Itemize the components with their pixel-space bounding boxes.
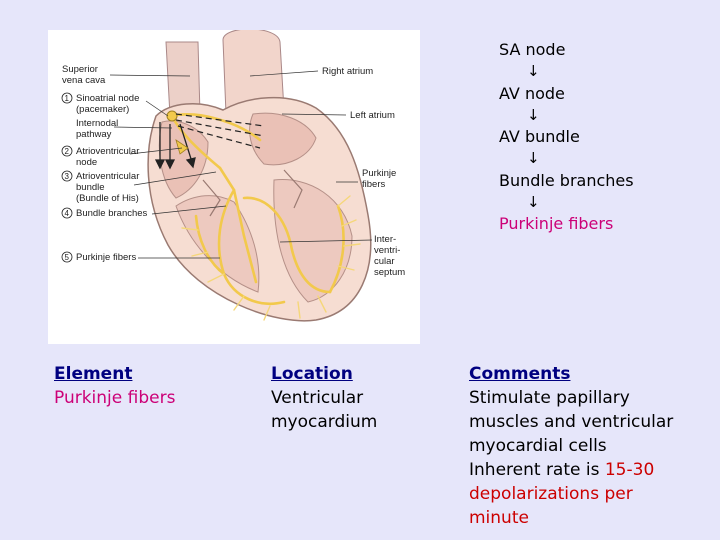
rate-prefix: Inherent rate is (469, 460, 605, 480)
number-4: 4 (65, 209, 70, 218)
label-line: Atrioventricular (76, 171, 139, 182)
label-line: vena cava (62, 75, 106, 86)
location-line: myocardium (271, 412, 378, 432)
comments-line: myocardial cells (469, 436, 607, 456)
valve-right (283, 169, 303, 209)
label-line: node (76, 157, 97, 168)
purkinje-left-label: 5 Purkinje fibers (61, 251, 136, 263)
comments-rate-line: minute (469, 508, 529, 528)
label-line: Bundle branches (76, 208, 148, 219)
flow-step-purkinje-fibers: Purkinje fibers (499, 214, 614, 233)
flow-step-av-bundle: AV bundle (499, 127, 580, 146)
comments-header: Comments (469, 364, 571, 384)
down-arrow-icon: ↓ (527, 193, 540, 211)
comments-line: Stimulate papillary (469, 388, 630, 408)
number-badge (61, 251, 73, 263)
rate-value: 15-30 (604, 460, 655, 480)
sa-node-marker (166, 110, 178, 122)
sa-node-label: 1 Sinoatrial node (pacemaker) (61, 92, 139, 115)
label-line: Purkinje fibers (76, 252, 136, 263)
aorta-shape (222, 30, 285, 115)
comments-rate-line: depolarizations per (469, 484, 633, 504)
av-node-label: 2 Atrioventricular node (61, 145, 139, 168)
left-atrium-label: Left atrium (350, 110, 395, 121)
label-line: bundle (76, 182, 105, 193)
down-arrow-icon: ↓ (527, 62, 540, 80)
number-1: 1 (65, 94, 70, 103)
leader-lines (109, 70, 373, 259)
av-bundle-label: 3 Atrioventricular bundle (Bundle of His… (61, 170, 139, 204)
label-line: fibers (362, 179, 385, 190)
label-line: Superior (62, 64, 98, 75)
number-5: 5 (65, 253, 70, 262)
av-node-arrow (175, 139, 189, 155)
down-arrow-icon: ↓ (527, 106, 540, 124)
location-column: Location Ventricular myocardium (271, 362, 377, 434)
number-badge (61, 207, 73, 219)
internodal-label: Internodal pathway (76, 118, 118, 140)
label-line: Atrioventricular (76, 146, 139, 157)
number-badge (61, 170, 73, 182)
bundle-branches-label: 4 Bundle branches (61, 207, 148, 219)
element-column: Element Purkinje fibers (54, 362, 175, 410)
label-line: pathway (76, 129, 112, 140)
location-line: Ventricular (271, 388, 364, 408)
comments-rate-line: Inherent rate is 15-30 (469, 458, 673, 482)
element-header: Element (54, 364, 133, 384)
left-atrium-chamber (249, 112, 317, 166)
flow-step-sa-node: SA node (499, 40, 566, 59)
superior-vena-cava-label: Superior vena cava (62, 64, 106, 86)
label-line: Sinoatrial node (76, 93, 139, 104)
comments-column: Comments Stimulate papillary muscles and… (469, 362, 673, 530)
label-line: (Bundle of His) (76, 193, 139, 204)
element-value: Purkinje fibers (54, 388, 176, 408)
number-3: 3 (65, 172, 70, 181)
purkinje-branches (181, 195, 361, 321)
label-line: Internodal (76, 118, 118, 129)
purkinje-right-label: Purkinje fibers (362, 168, 396, 190)
right-atrium-label: Right atrium (322, 66, 373, 77)
label-line: (pacemaker) (76, 104, 129, 115)
location-header: Location (271, 364, 353, 384)
comments-line: muscles and ventricular (469, 412, 674, 432)
left-ventricle-chamber (273, 179, 353, 303)
valve-left (202, 179, 221, 217)
label-line: Inter- (374, 234, 396, 245)
heart-illustration: Superior vena cava Right atrium 1 Sinoat… (61, 30, 405, 322)
label-line: ventri- (374, 245, 400, 256)
impulse-arrows (154, 122, 196, 170)
label-line: Purkinje (362, 168, 396, 179)
label-line: cular (374, 256, 395, 267)
number-2: 2 (65, 147, 70, 156)
down-arrow-icon: ↓ (527, 149, 540, 167)
flow-step-bundle-branches: Bundle branches (499, 171, 634, 190)
septum-label: Inter- ventri- cular septum (374, 234, 405, 278)
heart-conduction-figure: Superior vena cava Right atrium 1 Sinoat… (48, 30, 420, 344)
number-badge (61, 145, 73, 157)
number-badge (61, 92, 73, 104)
label-line: septum (374, 267, 405, 278)
flow-step-av-node: AV node (499, 84, 565, 103)
impulse-dashes (175, 113, 265, 149)
